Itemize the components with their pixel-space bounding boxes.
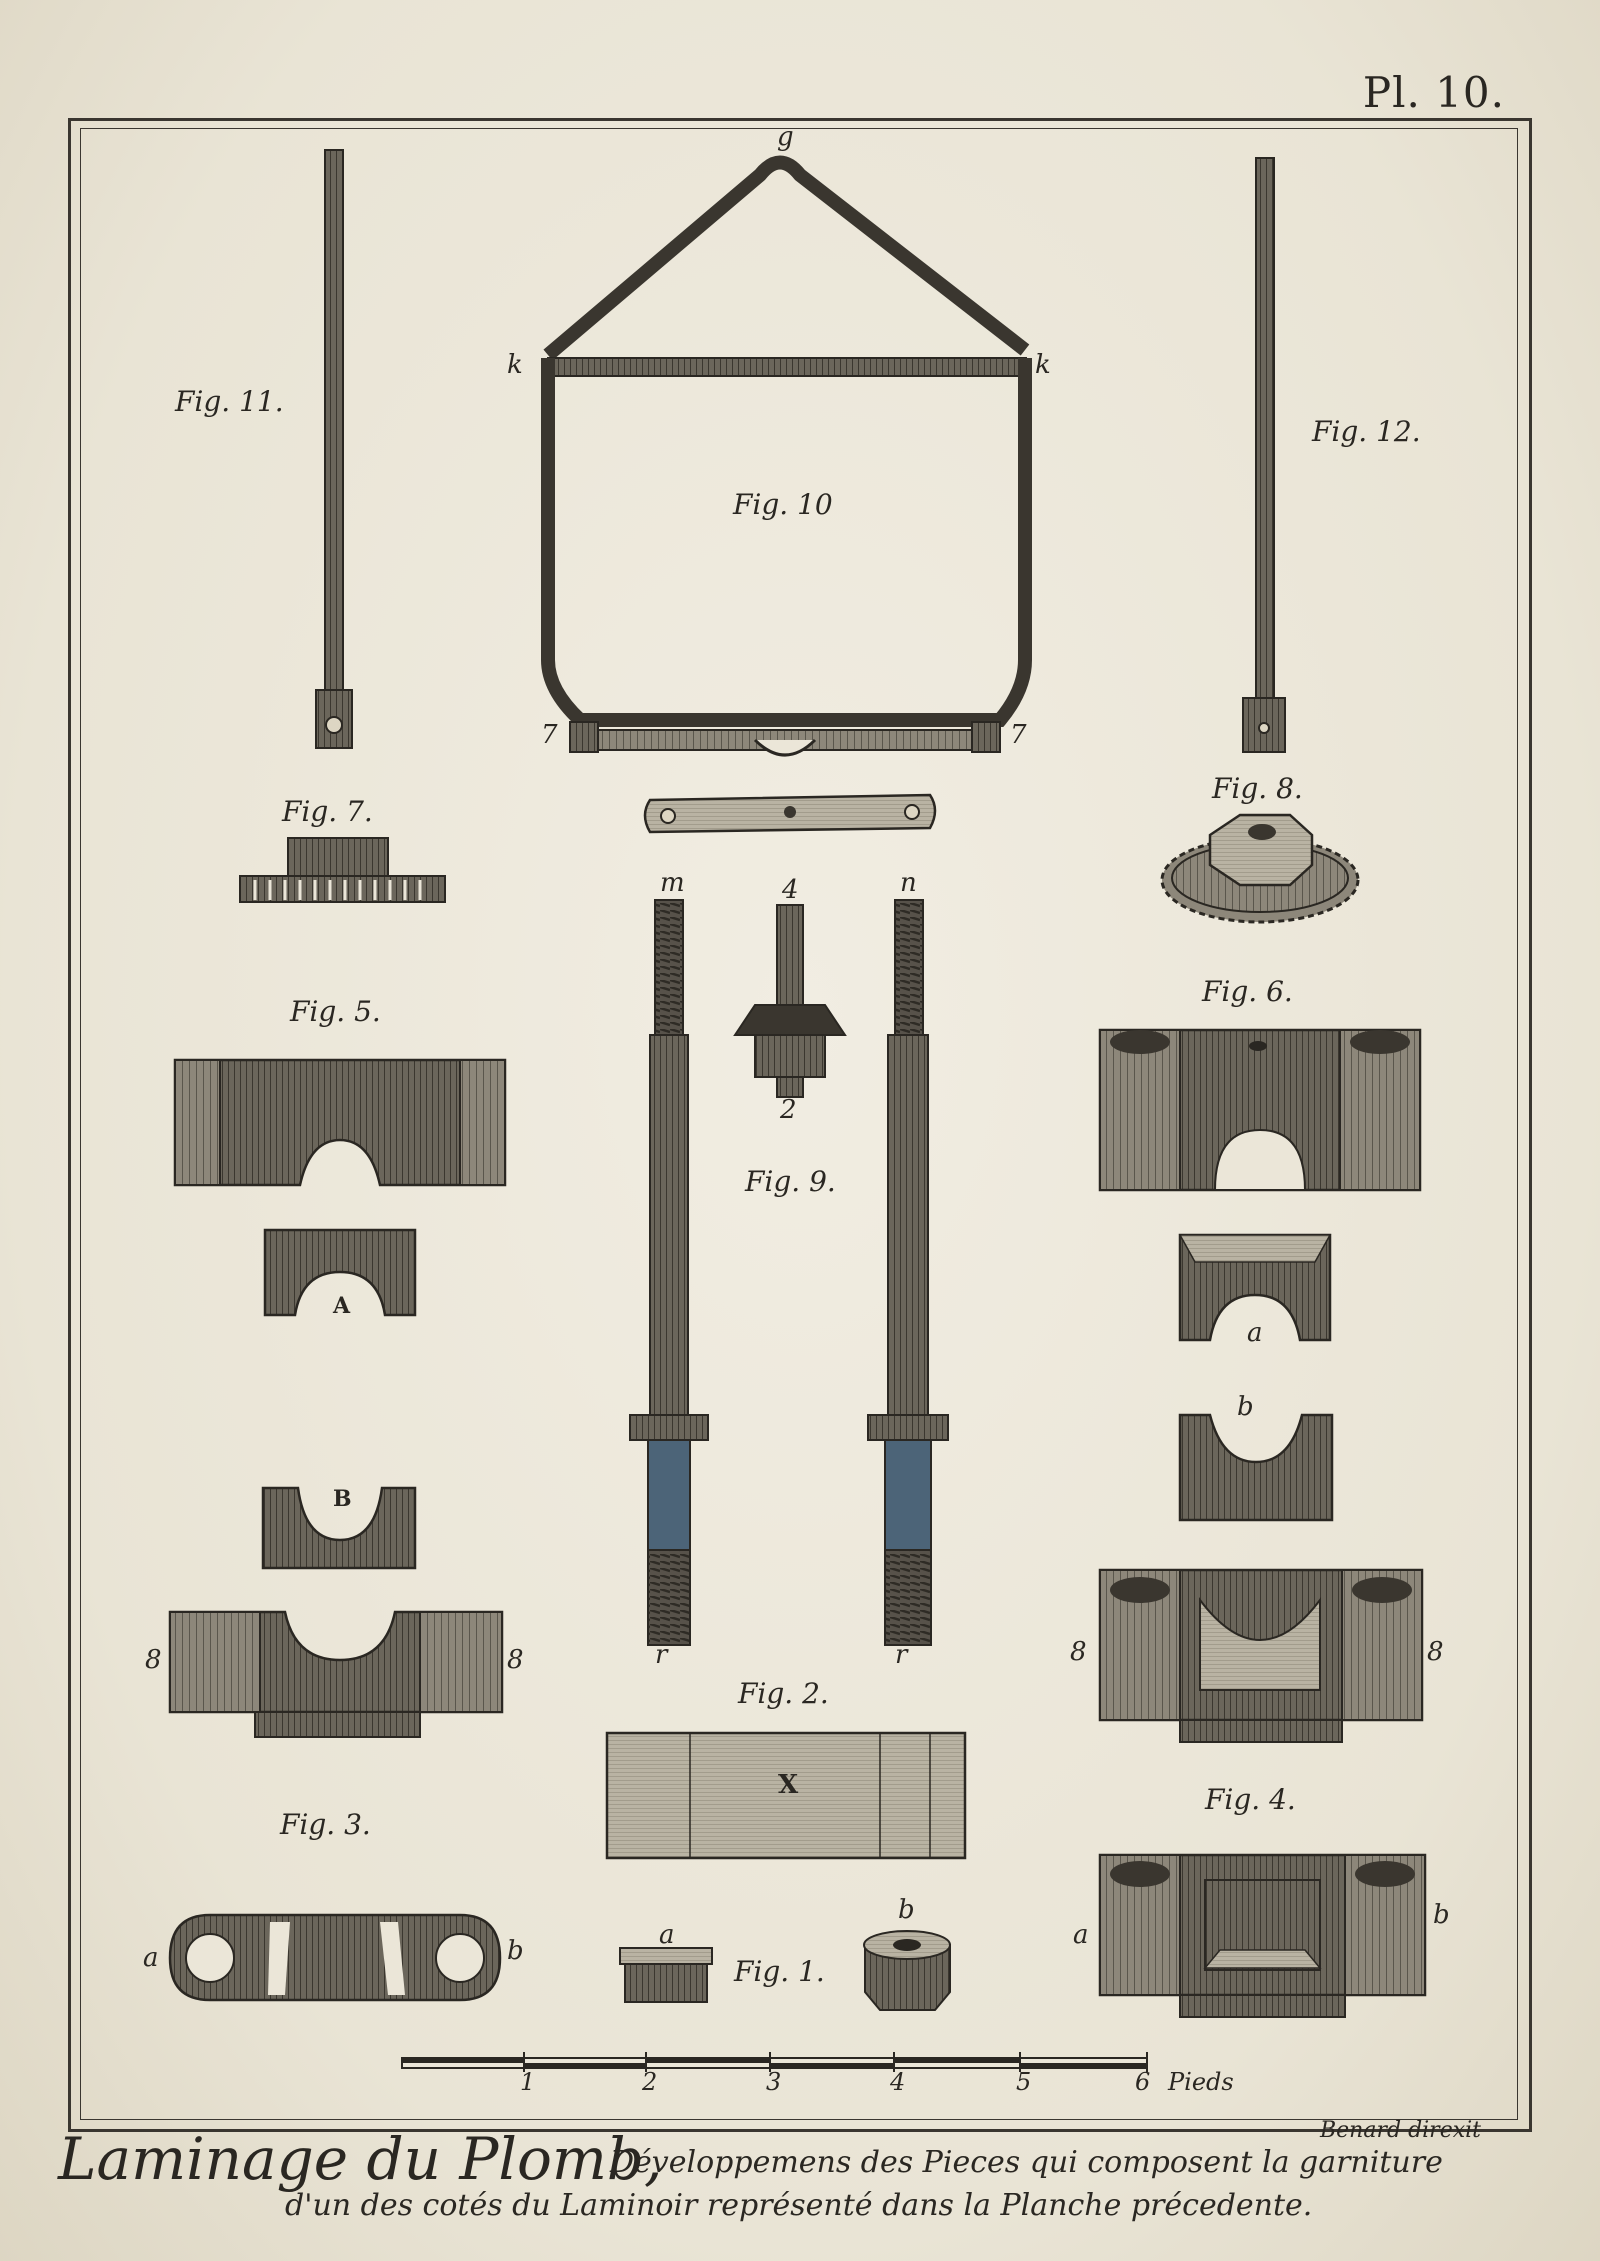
scale-tick-3: 3 xyxy=(766,2068,782,2096)
fig3-label: Fig. 3. xyxy=(280,1808,371,1841)
letter-b-fig4: b xyxy=(1433,1900,1450,1930)
letter-n: n xyxy=(900,868,917,898)
piece-a-bearing xyxy=(263,1228,417,1317)
fig3-link-plate xyxy=(168,1913,502,2002)
fig2-plate-x xyxy=(605,1731,967,1860)
letter-k-left: k xyxy=(507,350,523,380)
letter-A: A xyxy=(333,1293,351,1319)
letter-8-left: 8 xyxy=(145,1645,162,1675)
scale-tick-2: 2 xyxy=(642,2068,658,2096)
fig1-label: Fig. 1. xyxy=(734,1955,825,1988)
piece-b-bearing xyxy=(261,1486,417,1570)
fig12-rod xyxy=(1242,157,1286,753)
letter-m: m xyxy=(660,868,685,898)
scale-tick-1: 1 xyxy=(520,2068,536,2096)
fig11-label: Fig. 11. xyxy=(175,385,284,418)
letter-a-fig1: a xyxy=(659,1920,675,1950)
scale-tick-5: 5 xyxy=(1016,2068,1032,2096)
caption-line-2: d'un des cotés du Laminoir représenté da… xyxy=(285,2188,1313,2223)
fig4-bearing-block xyxy=(1098,1853,1427,2018)
fig6-lower-block xyxy=(1098,1568,1424,1743)
letter-8-right-a: 8 xyxy=(1070,1637,1087,1667)
letter-r-right: r xyxy=(895,1640,908,1670)
letter-b-right: b xyxy=(1237,1392,1254,1422)
plate-border-outer xyxy=(68,118,1532,2132)
letter-2: 2 xyxy=(780,1095,797,1125)
letter-a-fig4: a xyxy=(1073,1920,1089,1950)
fig9-bevel-pinion xyxy=(733,904,847,1098)
fig8-gear-with-nut xyxy=(1160,813,1360,924)
letter-4: 4 xyxy=(782,875,799,905)
letter-7-right: 7 xyxy=(1010,720,1027,750)
fig9-label: Fig. 9. xyxy=(745,1165,836,1198)
letter-7-left: 7 xyxy=(541,720,558,750)
fig10-stirrup-frame xyxy=(541,155,1032,757)
fig6-bearing-block xyxy=(1098,1028,1422,1192)
scale-tick-4: 4 xyxy=(890,2068,906,2096)
fig6-label: Fig. 6. xyxy=(1202,975,1293,1008)
letter-r-left: r xyxy=(655,1640,668,1670)
letter-8-mid: 8 xyxy=(507,1645,524,1675)
fig7-label: Fig. 7. xyxy=(282,795,373,828)
fig4-label: Fig. 4. xyxy=(1205,1783,1296,1816)
fig7-rack-gear xyxy=(239,837,446,903)
fig9-screw-n xyxy=(867,899,949,1646)
letter-a-fig3: a xyxy=(143,1943,159,1973)
plate-number: Pl. 10. xyxy=(1362,68,1505,117)
letter-x: X xyxy=(778,1770,799,1800)
fig5-label: Fig. 5. xyxy=(290,995,381,1028)
fig12-label: Fig. 12. xyxy=(1312,415,1421,448)
scale-bar xyxy=(401,2052,1148,2072)
fig5-bearing-block xyxy=(173,1058,507,1187)
letter-g: g xyxy=(777,122,794,152)
caption-line-1: Développemens des Pieces qui composent l… xyxy=(610,2145,1443,2180)
letter-b-fig1: b xyxy=(898,1895,915,1925)
fig1-piece-a xyxy=(619,1947,713,2003)
fig10-label: Fig. 10 xyxy=(733,488,833,521)
connecting-link xyxy=(643,793,937,834)
letter-8-right-b: 8 xyxy=(1427,1637,1444,1667)
letter-k-right: k xyxy=(1035,350,1051,380)
letter-B: B xyxy=(333,1486,352,1512)
fig1-piece-b-nut xyxy=(863,1930,951,2011)
fig11-rod xyxy=(315,149,353,749)
engraver-credit: Benard direxit xyxy=(1320,2118,1482,2143)
plate-border-inner xyxy=(80,128,1518,2120)
scale-tick-6: 6 xyxy=(1135,2068,1151,2096)
fig9-screw-m xyxy=(629,899,709,1646)
fig2-label: Fig. 2. xyxy=(738,1677,829,1710)
fig8-label: Fig. 8. xyxy=(1212,772,1303,805)
plate-title: Laminage du Plomb, xyxy=(58,2125,663,2193)
letter-a-right: a xyxy=(1247,1318,1263,1348)
fig3-bearing-block xyxy=(168,1610,504,1738)
piece-b-small xyxy=(1178,1413,1334,1522)
letter-b-fig3: b xyxy=(507,1936,524,1966)
piece-a-small xyxy=(1178,1233,1332,1342)
scale-unit: Pieds xyxy=(1168,2068,1234,2096)
